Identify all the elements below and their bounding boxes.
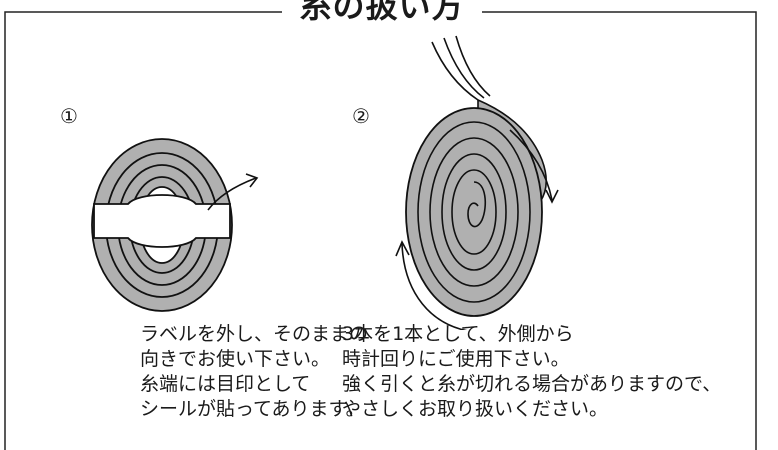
step-1-caption-line: 糸端には目印として bbox=[140, 373, 311, 395]
page-title: 糸の扱い方 bbox=[282, 0, 482, 26]
step-2-caption-line: 強く引くと糸が切れる場合がありますので、 bbox=[342, 373, 722, 395]
step-1-number: ① bbox=[60, 104, 78, 128]
step-2-number: ② bbox=[352, 104, 370, 128]
step-1-caption-line: シールが貼ってあります。 bbox=[140, 398, 365, 420]
skein-with-label-illustration bbox=[91, 138, 259, 312]
step-1-caption-line: 向きでお使い下さい。 bbox=[140, 348, 331, 370]
spiral-skein-illustration bbox=[395, 35, 559, 330]
step-2-caption-line: 時計回りにご使用下さい。 bbox=[342, 348, 570, 370]
step-1-caption: ラベルを外し、そのままの 向きでお使い下さい。 糸端には目印として シールが貼っ… bbox=[140, 322, 368, 422]
step-2-caption-line: やさしくお取り扱いください。 bbox=[342, 398, 609, 420]
step-2-caption-line: 3本を1本として、外側から bbox=[342, 323, 574, 345]
step-2-caption: 3本を1本として、外側から 時計回りにご使用下さい。 強く引くと糸が切れる場合が… bbox=[342, 322, 721, 422]
step-1-caption-line: ラベルを外し、そのままの bbox=[140, 323, 369, 345]
